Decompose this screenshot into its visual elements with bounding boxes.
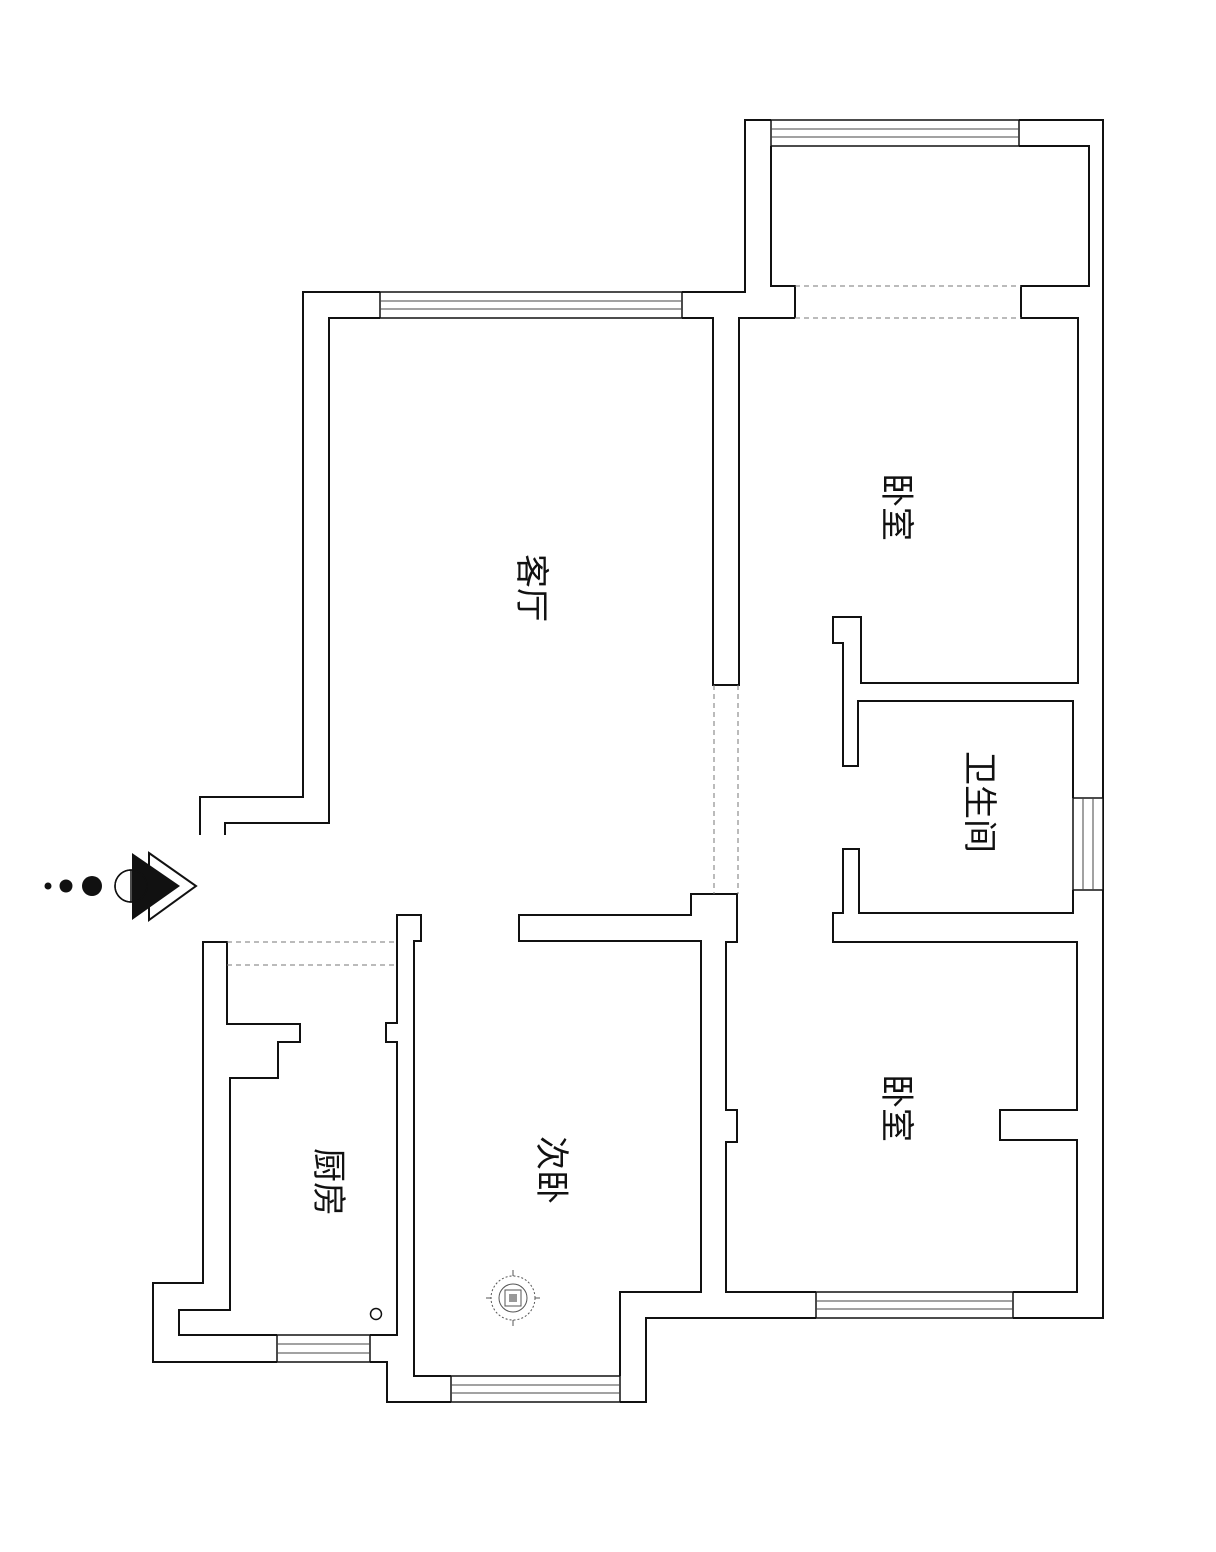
kitchen-walls xyxy=(152,941,301,1363)
ceiling-lamp-icon xyxy=(486,1270,540,1326)
windows xyxy=(276,119,1104,1403)
window-living-top xyxy=(379,291,683,319)
room-label-kitchen: 厨房 xyxy=(308,1148,348,1216)
living-room-outer-wall xyxy=(199,119,795,835)
room-label-second-bedroom: 次卧 xyxy=(531,1136,571,1204)
room-label-bathroom: 卫生间 xyxy=(959,751,999,853)
bathroom-walls xyxy=(832,848,1078,1293)
second-bedroom-walls xyxy=(370,914,451,1403)
window-balcony-top xyxy=(770,119,1020,147)
room-label-bedroom: 卧室 xyxy=(876,1074,916,1142)
entrance-arrow-icon xyxy=(44,851,198,922)
balcony-walls xyxy=(770,119,1104,1319)
floor-drain-icon xyxy=(369,1307,383,1321)
dashed-openings xyxy=(227,285,1021,966)
bedroom-walls xyxy=(518,893,816,1403)
window-bathroom xyxy=(1072,797,1104,891)
room-labels: 客厅 卧室 卫生间 卧室 次卧 厨房 xyxy=(308,473,999,1216)
window-kitchen xyxy=(276,1334,371,1363)
walls xyxy=(152,119,1104,1403)
room-label-master-bedroom: 卧室 xyxy=(876,473,916,541)
window-bedroom-bottom xyxy=(815,1291,1014,1319)
room-label-living: 客厅 xyxy=(511,554,551,622)
window-second-bedroom xyxy=(450,1375,621,1403)
